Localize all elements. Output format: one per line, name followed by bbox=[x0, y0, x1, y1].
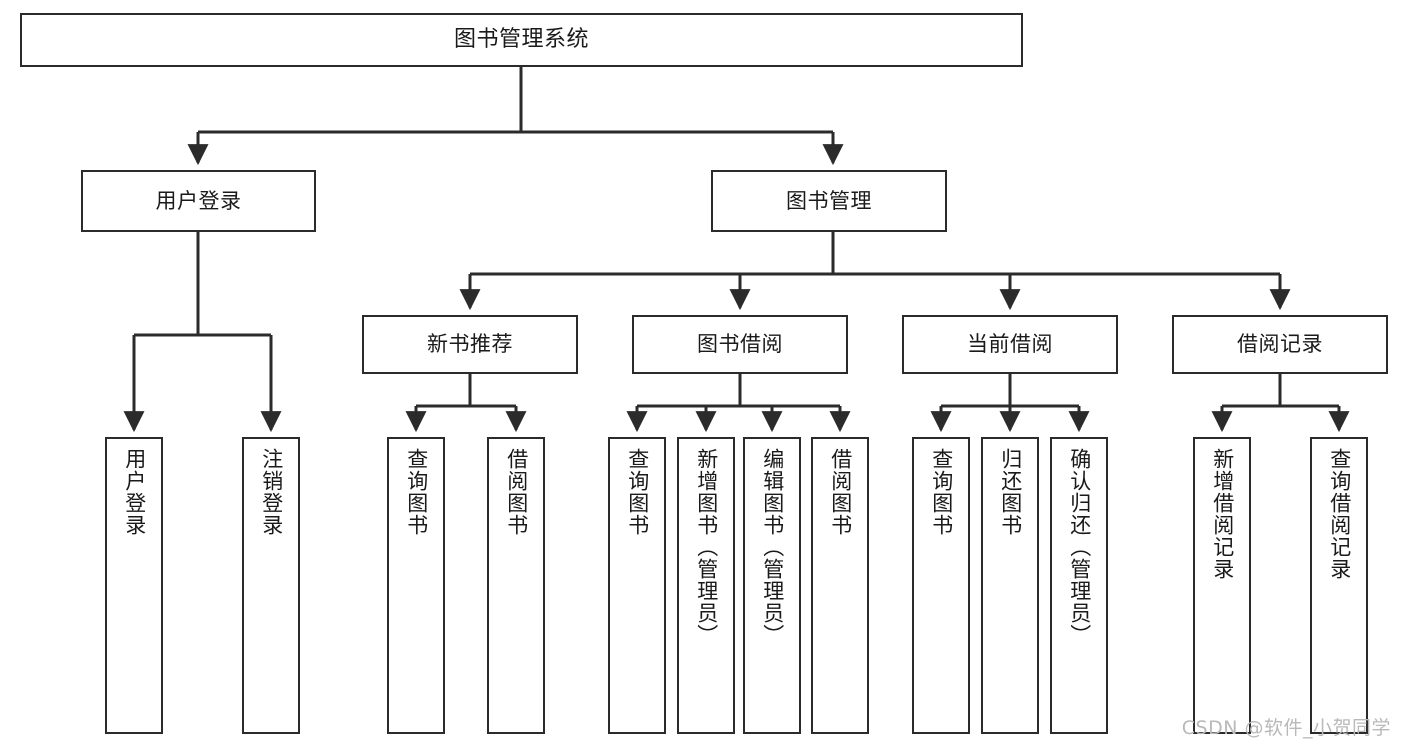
leaf-book-borrow-edit-book-admin[interactable]: 编辑图书（管理员） bbox=[743, 437, 801, 734]
node-label: 查询借阅记录 bbox=[1327, 448, 1352, 580]
node-current-borrow[interactable]: 当前借阅 bbox=[902, 315, 1118, 374]
node-label: 借阅图书 bbox=[828, 448, 853, 536]
leaf-book-borrow-borrow-book[interactable]: 借阅图书 bbox=[811, 437, 869, 734]
node-label: 借阅图书 bbox=[504, 448, 529, 536]
node-label: 借阅记录 bbox=[1237, 332, 1323, 357]
node-label: 查询图书 bbox=[929, 448, 954, 536]
leaf-book-borrow-query-book[interactable]: 查询图书 bbox=[608, 437, 666, 734]
node-label: 用户登录 bbox=[122, 448, 147, 536]
node-label: 注销登录 bbox=[259, 448, 284, 536]
node-label: 归还图书 bbox=[998, 448, 1023, 536]
leaf-new-book-query-book[interactable]: 查询图书 bbox=[387, 437, 445, 734]
node-new-book-recommend[interactable]: 新书推荐 bbox=[362, 315, 578, 374]
leaf-user-login-logout[interactable]: 注销登录 bbox=[242, 437, 300, 734]
leaf-new-book-borrow-book[interactable]: 借阅图书 bbox=[487, 437, 545, 734]
leaf-user-login-login[interactable]: 用户登录 bbox=[105, 437, 163, 734]
node-book-borrow[interactable]: 图书借阅 bbox=[632, 315, 848, 374]
node-label: 用户登录 bbox=[155, 188, 242, 213]
node-label: 图书管理 bbox=[786, 188, 872, 213]
node-label: 新增图书（管理员） bbox=[694, 448, 719, 646]
node-label: 图书借阅 bbox=[697, 332, 783, 357]
node-label: 编辑图书（管理员） bbox=[760, 448, 785, 646]
node-label: 查询图书 bbox=[404, 448, 429, 536]
csdn-watermark: CSDN @软件_小贺同学 bbox=[1181, 717, 1391, 739]
node-user-login[interactable]: 用户登录 bbox=[81, 170, 316, 232]
node-label: 新书推荐 bbox=[427, 332, 513, 357]
node-root-book-management-system[interactable]: 图书管理系统 bbox=[20, 13, 1023, 67]
leaf-current-borrow-confirm-return-admin[interactable]: 确认归还（管理员） bbox=[1050, 437, 1108, 734]
leaf-book-borrow-add-book-admin[interactable]: 新增图书（管理员） bbox=[677, 437, 735, 734]
node-label: 确认归还（管理员） bbox=[1067, 448, 1092, 646]
leaf-current-borrow-query-book[interactable]: 查询图书 bbox=[912, 437, 970, 734]
node-label: 图书管理系统 bbox=[453, 27, 589, 53]
node-label: 查询图书 bbox=[625, 448, 650, 536]
node-label: 新增借阅记录 bbox=[1210, 448, 1235, 580]
leaf-borrow-record-query-record[interactable]: 查询借阅记录 bbox=[1310, 437, 1368, 734]
node-book-management[interactable]: 图书管理 bbox=[711, 170, 947, 232]
node-label: 当前借阅 bbox=[967, 332, 1053, 357]
leaf-current-borrow-return-book[interactable]: 归还图书 bbox=[981, 437, 1039, 734]
leaf-borrow-record-add-record[interactable]: 新增借阅记录 bbox=[1193, 437, 1251, 734]
node-borrow-record[interactable]: 借阅记录 bbox=[1172, 315, 1388, 374]
